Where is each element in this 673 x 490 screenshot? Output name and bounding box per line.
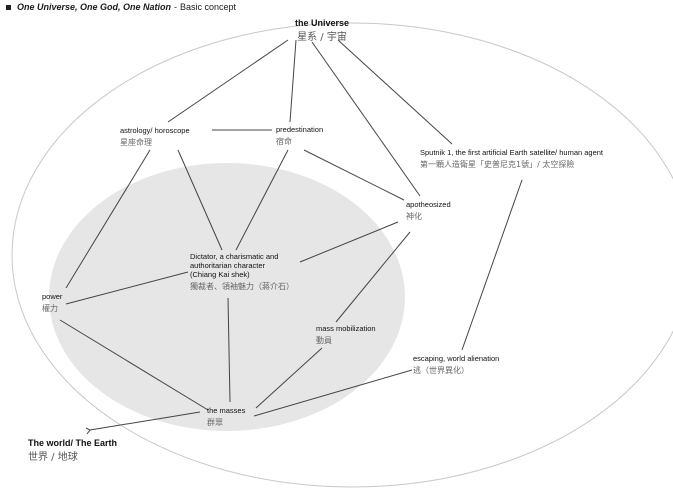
edge-dictator-to-power xyxy=(65,271,189,305)
header-separator: - xyxy=(174,2,178,12)
node-world-label: The world/ The Earth xyxy=(28,438,118,448)
node-dictator: Dictator, a charismatic and authoritaria… xyxy=(190,252,294,292)
node-power-label: power xyxy=(42,292,63,301)
edge-universe-to-predestination xyxy=(289,39,297,123)
node-power-sub: 權力 xyxy=(42,304,58,313)
node-astrology: astrology/ horoscope 星座命理 xyxy=(120,126,190,148)
node-masses: the masses 群眾 xyxy=(207,406,245,428)
diagram-title: One Universe, One God, One Nation xyxy=(17,2,172,12)
edge-escaping-to-masses xyxy=(253,369,413,417)
diagram-header: One Universe, One God, One Nation - Basi… xyxy=(6,2,236,13)
edge-predestination-to-apotheosized xyxy=(303,149,405,201)
node-sputnik-sub: 第一顆人造衛星「史普尼克1號」/ 太空探險 xyxy=(420,160,575,169)
diagram-subtitle: Basic concept xyxy=(180,2,237,12)
edge-universe-to-astrology xyxy=(167,39,289,123)
edge-mass-mobilization-to-masses xyxy=(255,347,323,409)
node-sputnik-label: Sputnik 1, the first artificial Earth sa… xyxy=(420,148,604,157)
edge-universe-to-sputnik xyxy=(337,39,453,145)
node-world: The world/ The Earth 世界 / 地球 xyxy=(28,438,117,464)
square-bullet-icon xyxy=(6,5,11,10)
edge-power-to-masses xyxy=(59,319,209,411)
node-predestination: predestination 宿命 xyxy=(276,125,323,147)
node-dictator-line-1: Dictator, a charismatic and xyxy=(190,252,279,261)
node-predestination-label: predestination xyxy=(276,125,324,134)
edge-astrology-to-power xyxy=(65,149,151,289)
edge-sputnik-to-escaping xyxy=(461,179,523,351)
node-dictator-line-2: authoritarian character xyxy=(190,261,266,270)
node-astrology-sub: 星座命理 xyxy=(120,138,152,147)
node-universe: the Universe 星系 / 宇宙 xyxy=(295,18,349,44)
arrowhead-icon xyxy=(85,427,91,435)
node-astrology-label: astrology/ horoscope xyxy=(120,126,190,135)
node-apotheosized-sub: 神化 xyxy=(406,212,422,221)
node-universe-label: the Universe xyxy=(294,18,350,28)
node-masses-label: the masses xyxy=(207,406,246,415)
edge-predestination-to-dictator xyxy=(235,149,289,251)
node-masses-sub: 群眾 xyxy=(207,418,223,427)
node-sputnik: Sputnik 1, the first artificial Earth sa… xyxy=(420,148,603,170)
edge-astrology-to-dictator xyxy=(177,149,223,251)
node-predestination-sub: 宿命 xyxy=(276,137,292,146)
node-escaping-label: escaping, world alienation xyxy=(413,354,500,363)
node-escaping-sub: 逃（世界異化） xyxy=(413,366,469,375)
node-world-sub: 世界 / 地球 xyxy=(28,452,78,463)
edge-apotheosized-to-dictator xyxy=(299,221,399,263)
outer-ellipse xyxy=(11,22,673,488)
node-universe-sub: 星系 / 宇宙 xyxy=(297,32,347,43)
edge-masses-to-world xyxy=(89,411,201,431)
edge-universe-to-apotheosized xyxy=(311,41,421,197)
node-apotheosized-label: apotheosized xyxy=(406,200,451,209)
edge-apotheosized-to-mass-mobilization xyxy=(335,231,411,323)
node-apotheosized: apotheosized 神化 xyxy=(406,200,451,222)
node-mass-mobilization: mass mobilization 動員 xyxy=(316,324,376,346)
node-dictator-line-3: (Chiang Kai shek) xyxy=(190,270,250,279)
edge-dictator-to-masses xyxy=(227,297,231,403)
node-escaping: escaping, world alienation 逃（世界異化） xyxy=(413,354,499,376)
node-power: power 權力 xyxy=(42,292,62,314)
inner-ellipse xyxy=(49,163,405,431)
node-mass-mobilization-sub: 動員 xyxy=(316,336,332,345)
node-mass-mobilization-label: mass mobilization xyxy=(316,324,376,333)
node-dictator-sub: 獨裁者、領袖魅力（蔣介石） xyxy=(190,282,294,291)
